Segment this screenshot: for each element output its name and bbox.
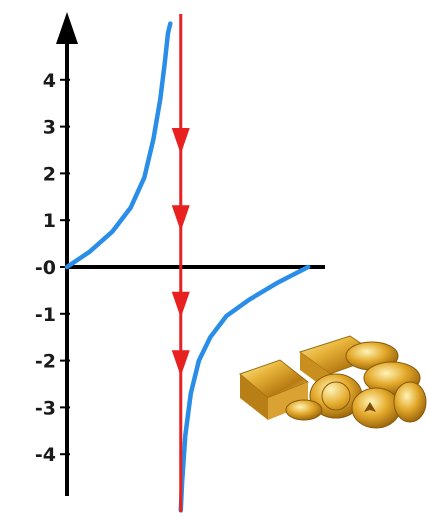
asymptote-arrow: [171, 128, 190, 154]
y-tick-label: -3: [35, 397, 56, 419]
y-tick-label: 4: [43, 70, 56, 92]
asymptote: [171, 14, 190, 512]
y-axis-arrowhead: [56, 12, 78, 44]
y-tick-label: -0: [35, 257, 56, 279]
y-tick-label: -2: [35, 351, 56, 373]
y-ticks: 4 3 2 1 -0 -1 -2 -3 -4: [35, 70, 70, 466]
asymptote-arrow: [171, 350, 190, 377]
y-tick-label: 2: [43, 163, 56, 185]
asymptote-arrow: [171, 205, 190, 232]
y-tick-label: -4: [35, 444, 56, 466]
curves: [64, 21, 311, 513]
axes: [56, 12, 325, 496]
y-tick-label: 3: [43, 117, 56, 139]
asymptote-arrow: [171, 291, 190, 318]
y-tick-label: 1: [43, 210, 56, 232]
curve-branch-1: [64, 21, 173, 270]
y-tick-label: -1: [35, 304, 56, 326]
curve-branch-2: [178, 264, 311, 513]
gold-bars-and-coins-icon: [239, 335, 427, 429]
